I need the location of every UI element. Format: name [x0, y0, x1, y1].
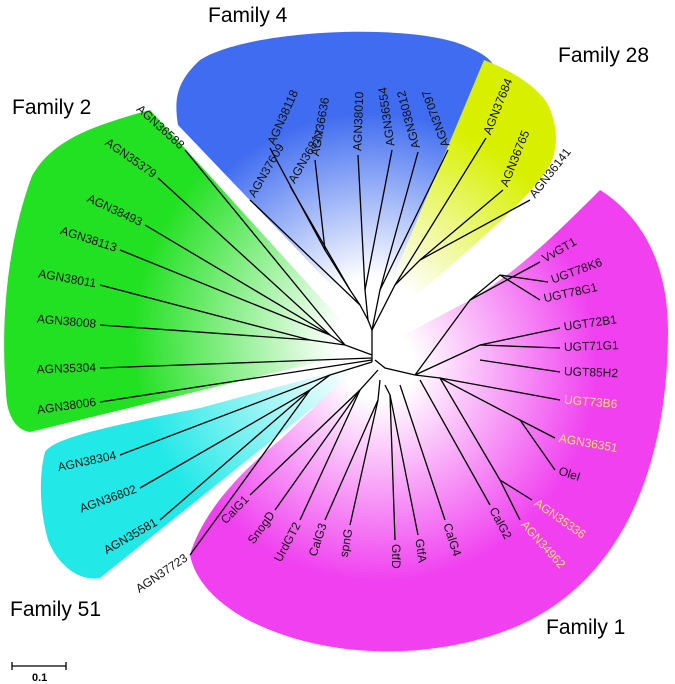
family-51-background: [40, 362, 370, 579]
leaf-label-ugt71g1: UGT71G1: [564, 338, 619, 354]
branch: [379, 149, 449, 291]
leaf-label-agn38010: AGN38010: [350, 91, 366, 151]
leaf-label-spng: spnG: [337, 528, 356, 559]
branch: [419, 199, 531, 261]
family-28-label: Family 28: [558, 44, 649, 67]
leaf-label-agn38008: AGN38008: [36, 312, 97, 331]
branch: [374, 359, 416, 376]
branch: [419, 379, 491, 506]
branch: [399, 384, 446, 521]
family-51-label: Family 51: [10, 598, 101, 621]
tree-branches: [99, 137, 561, 556]
family-1-background: [190, 190, 668, 652]
family-2-background: [4, 110, 369, 432]
branch: [249, 389, 361, 496]
leaf-label-gtfa: GtfA: [412, 538, 429, 564]
branch: [479, 359, 561, 373]
family-4-background: [176, 31, 497, 328]
family-2-label: Family 2: [12, 96, 91, 119]
leaf-label-ugt85h2: UGT85H2: [564, 364, 619, 380]
branch: [119, 249, 331, 336]
leaf-label-olei: OleI: [557, 464, 582, 484]
branch: [499, 274, 541, 301]
branch: [274, 389, 361, 511]
branch: [314, 159, 326, 251]
branch: [99, 357, 373, 369]
scale-bar-label: 0.1: [32, 672, 47, 684]
family-1-label: Family 1: [546, 616, 625, 639]
leaf-label-ugt73b6: UGT73B6: [563, 393, 618, 412]
leaf-label-agn37723: AGN37723: [133, 551, 190, 596]
branch: [499, 479, 521, 521]
family-4-label: Family 4: [208, 4, 288, 27]
branch: [519, 419, 556, 471]
branch: [249, 199, 373, 331]
scale-bar: 0.1: [11, 662, 67, 684]
branch: [364, 149, 393, 291]
branch: [324, 399, 379, 521]
leaf-label-agn35304: AGN35304: [36, 360, 96, 376]
branch: [189, 389, 311, 556]
branch: [479, 344, 561, 349]
branch: [144, 224, 331, 336]
branch: [99, 359, 373, 403]
branch: [389, 394, 396, 541]
branch: [159, 389, 311, 521]
branch: [99, 324, 311, 341]
family-28-background: [372, 60, 556, 328]
leaf-label-gtfd: GtfD: [389, 544, 403, 569]
